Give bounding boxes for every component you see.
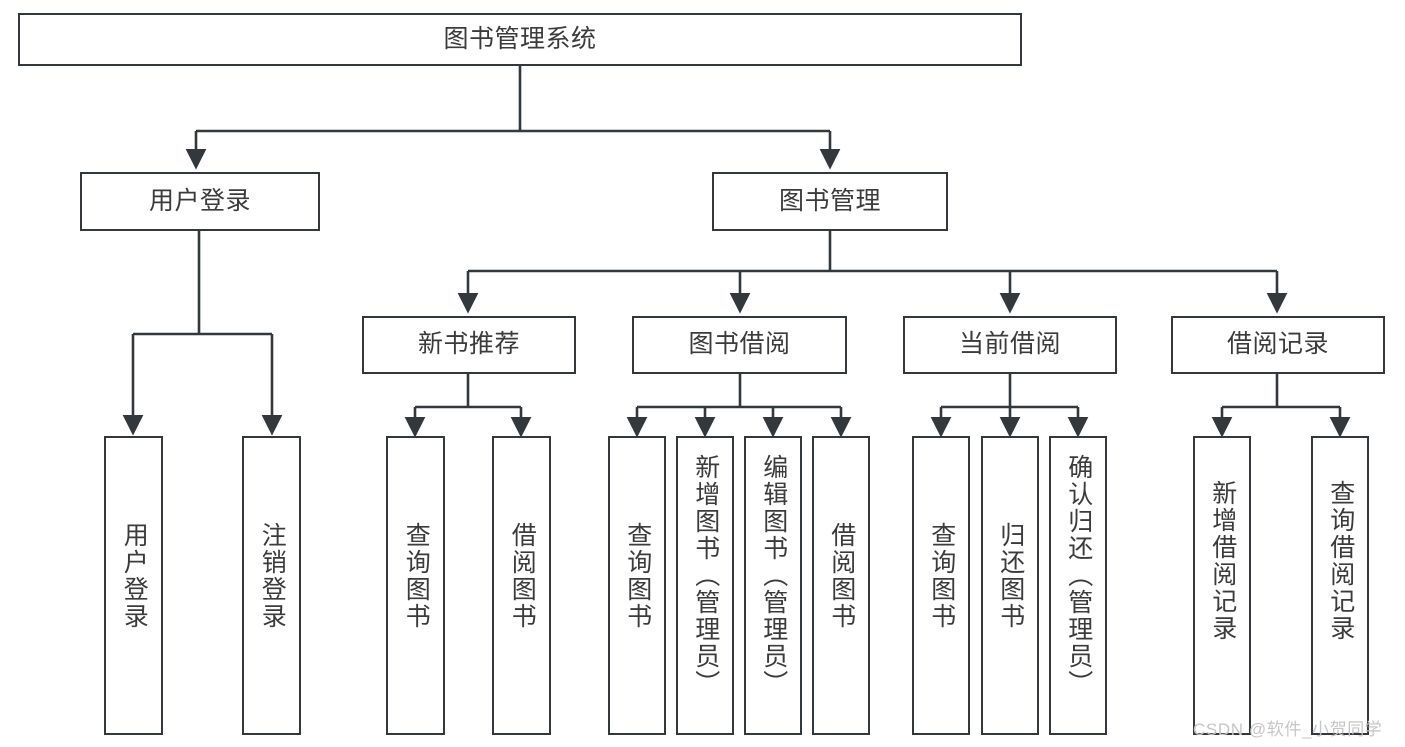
node-leaf-add-book[interactable]: 新增图书（管理员） [676, 436, 734, 735]
node-new-book-rec-label: 新书推荐 [417, 330, 520, 359]
node-leaf-borrow-book-2[interactable]: 借阅图书 [812, 436, 870, 735]
node-leaf-return-book[interactable]: 归还图书 [981, 436, 1039, 735]
node-leaf-borrow-book-2-label: 借阅图书 [827, 522, 856, 630]
node-book-borrow[interactable]: 图书借阅 [632, 316, 847, 374]
node-current-borrow-label: 当前借阅 [958, 330, 1061, 359]
node-leaf-add-book-label: 新增图书（管理员） [691, 454, 720, 697]
node-book-manage[interactable]: 图书管理 [712, 172, 948, 231]
node-leaf-confirm-return[interactable]: 确认归还（管理员） [1049, 436, 1107, 735]
node-root-label: 图书管理系统 [443, 24, 597, 53]
node-current-borrow[interactable]: 当前借阅 [903, 316, 1117, 374]
node-leaf-add-record-label: 新增借阅记录 [1208, 480, 1237, 642]
node-new-book-rec[interactable]: 新书推荐 [362, 316, 576, 374]
node-leaf-add-record[interactable]: 新增借阅记录 [1193, 436, 1251, 735]
node-leaf-edit-book[interactable]: 编辑图书（管理员） [744, 436, 802, 735]
node-leaf-confirm-return-label: 确认归还（管理员） [1064, 454, 1093, 697]
node-book-manage-label: 图书管理 [778, 186, 881, 215]
node-leaf-query-book-3-label: 查询图书 [927, 522, 956, 630]
node-leaf-query-book-1-label: 查询图书 [402, 522, 431, 630]
node-leaf-user-logout-label: 注销登录 [258, 522, 287, 630]
node-leaf-borrow-book-1-label: 借阅图书 [508, 522, 537, 630]
node-leaf-query-record-label: 查询借阅记录 [1326, 480, 1355, 642]
node-user-login[interactable]: 用户登录 [80, 172, 320, 231]
node-borrow-record-label: 借阅记录 [1226, 330, 1329, 359]
node-leaf-query-book-1[interactable]: 查询图书 [386, 436, 445, 735]
node-leaf-user-login[interactable]: 用户登录 [104, 436, 163, 735]
node-leaf-query-book-3[interactable]: 查询图书 [912, 436, 970, 735]
node-borrow-record[interactable]: 借阅记录 [1171, 316, 1385, 374]
node-leaf-query-book-2-label: 查询图书 [623, 522, 652, 630]
node-root[interactable]: 图书管理系统 [18, 13, 1022, 66]
node-leaf-query-book-2[interactable]: 查询图书 [608, 436, 666, 735]
node-leaf-user-login-label: 用户登录 [120, 522, 149, 630]
node-leaf-query-record[interactable]: 查询借阅记录 [1311, 436, 1369, 735]
node-user-login-label: 用户登录 [148, 186, 251, 215]
node-book-borrow-label: 图书借阅 [688, 330, 791, 359]
node-leaf-borrow-book-1[interactable]: 借阅图书 [492, 436, 551, 735]
node-leaf-user-logout[interactable]: 注销登录 [242, 436, 301, 735]
node-leaf-edit-book-label: 编辑图书（管理员） [759, 454, 788, 697]
node-leaf-return-book-label: 归还图书 [996, 522, 1025, 630]
